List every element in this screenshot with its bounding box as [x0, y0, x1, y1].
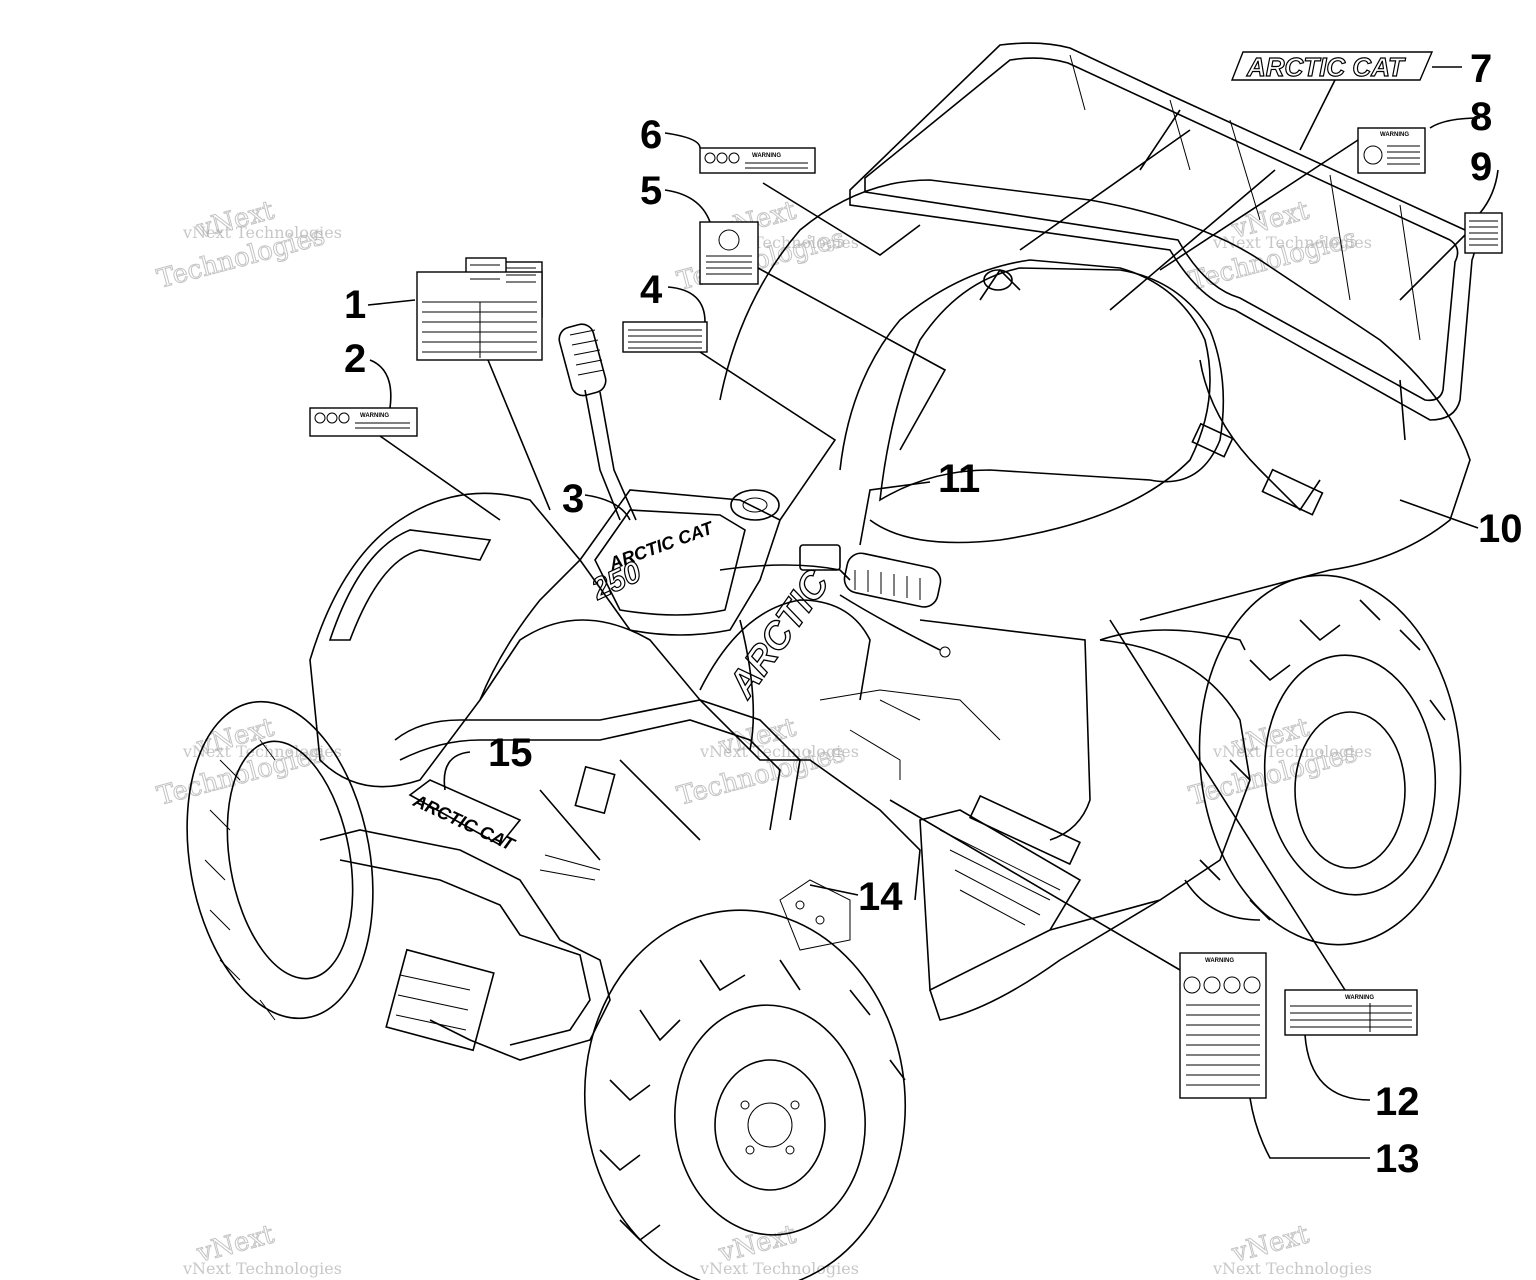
svg-text:vNext Technologies: vNext Technologies — [182, 223, 342, 242]
watermark-top-right: vNext vNext Technologies Technologies — [1186, 195, 1372, 297]
svg-text:vNext Technologies: vNext Technologies — [1212, 233, 1372, 252]
seat — [879, 267, 1225, 502]
front-rack — [328, 529, 801, 861]
rear-rack — [849, 42, 1476, 516]
callout-4: 4 — [640, 268, 663, 312]
callout-7: 7 — [1470, 47, 1492, 91]
callout-3: 3 — [562, 477, 584, 521]
decal-9 — [1464, 212, 1503, 254]
rear-body — [719, 179, 1471, 651]
decal-12: WARNING — [1284, 989, 1418, 1036]
decal-12-warning: WARNING — [1345, 995, 1374, 1001]
frame — [779, 689, 1001, 951]
front-left-wheel — [186, 700, 374, 1021]
decal-7-brand: ARCTIC CAT — [1246, 52, 1406, 82]
leader-3 — [584, 494, 631, 521]
leader-1 — [367, 299, 551, 511]
decal-5 — [699, 221, 759, 285]
callout-10: 10 — [1478, 507, 1523, 551]
decal-4 — [622, 321, 708, 353]
svg-text:vNext Technologies: vNext Technologies — [1212, 1259, 1372, 1278]
leader-11 — [859, 481, 931, 546]
leader-4 — [667, 286, 837, 521]
leader-13 — [889, 799, 1370, 1159]
callout-1: 1 — [344, 283, 366, 327]
hood-decal-area: ARCTIC CAT — [408, 765, 616, 881]
svg-text:vNext Technologies: vNext Technologies — [1212, 742, 1372, 761]
callout-2: 2 — [344, 337, 366, 381]
decal-7: ARCTIC CAT — [1230, 51, 1434, 83]
svg-text:vNext Technologies: vNext Technologies — [182, 1259, 342, 1278]
watermark-top-left: vNext vNext Technologies Technologies — [154, 195, 342, 295]
leader-2 — [369, 359, 501, 521]
leader-14 — [809, 884, 859, 896]
decal-2: WARNING — [309, 407, 418, 437]
hood-brand-label: ARCTIC CAT — [409, 790, 519, 855]
decal-8-warning: WARNING — [1380, 132, 1409, 138]
svg-text:vNext Technologies: vNext Technologies — [699, 742, 859, 761]
leader-6 — [664, 132, 921, 256]
callout-11: 11 — [938, 457, 980, 501]
svg-text:vNext Technologies: vNext Technologies — [182, 742, 342, 761]
callout-14: 14 — [858, 875, 903, 919]
callout-5: 5 — [640, 169, 662, 213]
callout-13: 13 — [1375, 1137, 1420, 1181]
svg-text:vNext Technologies: vNext Technologies — [699, 1259, 859, 1278]
leader-8 — [1159, 117, 1481, 271]
callout-numbers: 1 2 3 4 5 6 7 8 9 10 11 12 13 14 15 — [344, 47, 1523, 1181]
leader-9 — [1399, 169, 1499, 301]
decal-6-warning: WARNING — [752, 153, 781, 159]
decal-6: WARNING — [699, 147, 816, 174]
rear-right-wheel — [1198, 574, 1462, 946]
front-right-wheel — [583, 909, 907, 1280]
footwell — [919, 794, 1082, 992]
callout-15: 15 — [488, 731, 533, 775]
decal-8: WARNING — [1357, 127, 1426, 174]
leader-12 — [1109, 619, 1371, 1101]
callout-8: 8 — [1470, 95, 1492, 139]
decal-13: WARNING — [1179, 952, 1267, 1099]
leader-lines — [367, 66, 1499, 1159]
callout-9: 9 — [1470, 145, 1492, 189]
leader-7 — [1299, 66, 1462, 151]
leader-10 — [1399, 499, 1479, 529]
watermark-bottom-left: vNext vNext Technologies — [182, 1219, 342, 1278]
decal-13-warning: WARNING — [1205, 958, 1234, 964]
watermark-bottom-center: vNext vNext Technologies — [699, 1219, 859, 1278]
leader-15 — [443, 751, 471, 791]
callout-12: 12 — [1375, 1080, 1420, 1124]
dash-pod: ARCTIC CAT 250 — [579, 489, 781, 636]
watermark-mid-right: vNext vNext Technologies Technologies — [1186, 712, 1372, 812]
watermark-bottom-right: vNext vNext Technologies — [1212, 1219, 1372, 1278]
decal-2-warning: WARNING — [360, 413, 389, 419]
leader-5 — [664, 189, 947, 451]
decal-1 — [416, 257, 543, 361]
front-bumper — [319, 829, 611, 1061]
callout-6: 6 — [640, 113, 662, 157]
rear-left-wheel — [1184, 879, 1261, 921]
